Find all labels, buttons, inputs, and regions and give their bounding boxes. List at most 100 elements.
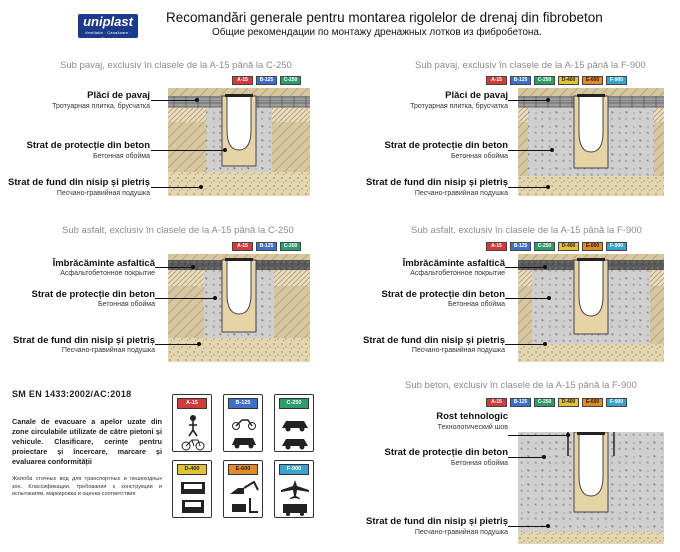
paving-af-cross-section	[518, 88, 664, 196]
leader-line	[508, 100, 548, 101]
layer-label-ru: Асфальтобетонное покрытие	[410, 270, 505, 277]
layer-label: Strat de fund din nisip și pietriș	[13, 335, 155, 346]
airplane-loader-icon	[281, 480, 309, 516]
layer-label-ru: Песчано-гравийная подушка	[56, 190, 150, 197]
leader-dot	[195, 98, 199, 102]
class-label: E-600	[228, 464, 258, 475]
leader-dot	[213, 296, 217, 300]
leader-line	[508, 457, 544, 458]
excavator-forklift-icon	[230, 480, 259, 513]
standard-description: Canale de evacuare a apelor uzate din zo…	[12, 417, 162, 466]
layer-label-ru: Асфальтобетонное покрытие	[60, 270, 155, 277]
class-label: D-400	[177, 464, 207, 475]
class-badge: B-125	[256, 242, 277, 251]
leader-dot	[543, 342, 547, 346]
section-heading-concrete-af: Sub beton, exclusiv în clasele de la A-1…	[405, 380, 637, 391]
class-label: F-900	[279, 464, 309, 475]
layer-label-ru: Бетонная обойма	[450, 153, 508, 160]
concrete-af-cross-section	[518, 432, 664, 544]
layer-label: Strat de protecție din beton	[384, 140, 508, 151]
class-badge: A-15	[486, 76, 507, 85]
section-heading-paving-ac: Sub pavaj, exclusiv în clasele de la A-1…	[60, 60, 292, 71]
layer-label: Strat de protecție din beton	[381, 289, 505, 300]
pedestrian-bicycle-icon	[181, 415, 205, 451]
standard-code: SM EN 1433:2002/AC:2018	[12, 389, 132, 399]
leader-line	[508, 526, 548, 527]
leader-dot	[197, 342, 201, 346]
layer-label: Îmbrăcăminte asfaltică	[402, 258, 505, 269]
car-icon	[282, 421, 308, 450]
layer-label-ru: Бетонная обойма	[447, 301, 505, 308]
leader-dot	[542, 455, 546, 459]
leader-line	[151, 100, 197, 101]
page-subtitle: Общие рекомендации по монтажу дренажных …	[212, 27, 542, 38]
class-badge: A-15	[486, 242, 507, 251]
layer-label-ru: Тротуарная плитка, брусчатка	[52, 103, 150, 110]
layer-label: Strat de protecție din beton	[31, 289, 155, 300]
class-badge: B-125	[510, 398, 531, 407]
class-tile-c250: C-250	[274, 394, 314, 452]
class-badge: A-15	[486, 398, 507, 407]
leader-dot	[547, 296, 551, 300]
class-badges: A-15 B-125 C-250	[232, 76, 301, 85]
class-badge: D-400	[558, 76, 579, 85]
leader-dot	[550, 148, 554, 152]
leader-line	[155, 267, 193, 268]
layer-label: Strat de protecție din beton	[26, 140, 150, 151]
leader-line	[508, 150, 552, 151]
leader-dot	[546, 185, 550, 189]
leader-line	[155, 344, 199, 345]
leader-line	[155, 298, 215, 299]
leader-line	[505, 298, 549, 299]
layer-label: Plăci de pavaj	[445, 90, 508, 101]
leader-line	[505, 267, 545, 268]
class-label: A-15	[177, 398, 207, 409]
leader-line	[508, 187, 548, 188]
layer-label: Plăci de pavaj	[87, 90, 150, 101]
class-badge: E-600	[582, 76, 603, 85]
class-tile-e600: E-600	[223, 460, 263, 518]
paving-ac-cross-section	[168, 88, 310, 196]
section-heading-paving-af: Sub pavaj, exclusiv în clasele de la A-1…	[415, 60, 646, 71]
standard-description-ru: Желоба сточных вод для транспортных и пе…	[12, 476, 162, 497]
class-badge: C-250	[280, 76, 301, 85]
class-badges: A-15 B-125 C-250 D-400 E-600 F-900	[486, 76, 627, 85]
class-tile-d400: D-400	[172, 460, 212, 518]
leader-dot	[199, 185, 203, 189]
class-badge: C-250	[280, 242, 301, 251]
layer-label: Rost tehnologic	[436, 411, 508, 422]
class-badge: B-125	[510, 242, 531, 251]
leader-line	[151, 150, 225, 151]
layer-label: Strat de fund din nisip și pietriș	[8, 177, 150, 188]
asphalt-ac-cross-section	[168, 254, 310, 362]
layer-label: Strat de fund din nisip și pietriș	[363, 335, 505, 346]
class-badge: C-250	[534, 398, 555, 407]
layer-label-ru: Песчано-гравийная подушка	[411, 347, 505, 354]
leader-dot	[546, 98, 550, 102]
layer-label-ru: Песчано-гравийная подушка	[61, 347, 155, 354]
class-badges: A-15 B-125 C-250 D-400 E-600 F-900	[486, 398, 627, 407]
leader-dot	[566, 433, 570, 437]
class-tile-a15: A-15	[172, 394, 212, 452]
motorcycle-car-icon	[232, 419, 256, 449]
class-badge: E-600	[582, 242, 603, 251]
leader-dot	[543, 265, 547, 269]
class-badge: D-400	[558, 398, 579, 407]
class-badge: F-900	[606, 76, 627, 85]
layer-label-ru: Технологический шов	[437, 424, 508, 431]
class-badges: A-15 B-125 C-250	[232, 242, 301, 251]
class-badge: E-600	[582, 398, 603, 407]
section-heading-asphalt-af: Sub asfalt, exclusiv în clasele de la A-…	[411, 225, 642, 236]
layer-label: Strat de fund din nisip și pietriș	[366, 177, 508, 188]
leader-dot	[191, 265, 195, 269]
leader-dot	[223, 148, 227, 152]
layer-label-ru: Тротуарная плитка, брусчатка	[410, 103, 508, 110]
class-badge: C-250	[534, 76, 555, 85]
class-badge: F-900	[606, 398, 627, 407]
leader-line	[151, 187, 201, 188]
class-badge: D-400	[558, 242, 579, 251]
layer-label-ru: Песчано-гравийная подушка	[414, 529, 508, 536]
class-label: C-250	[279, 398, 309, 409]
layer-label-ru: Песчано-гравийная подушка	[414, 190, 508, 197]
